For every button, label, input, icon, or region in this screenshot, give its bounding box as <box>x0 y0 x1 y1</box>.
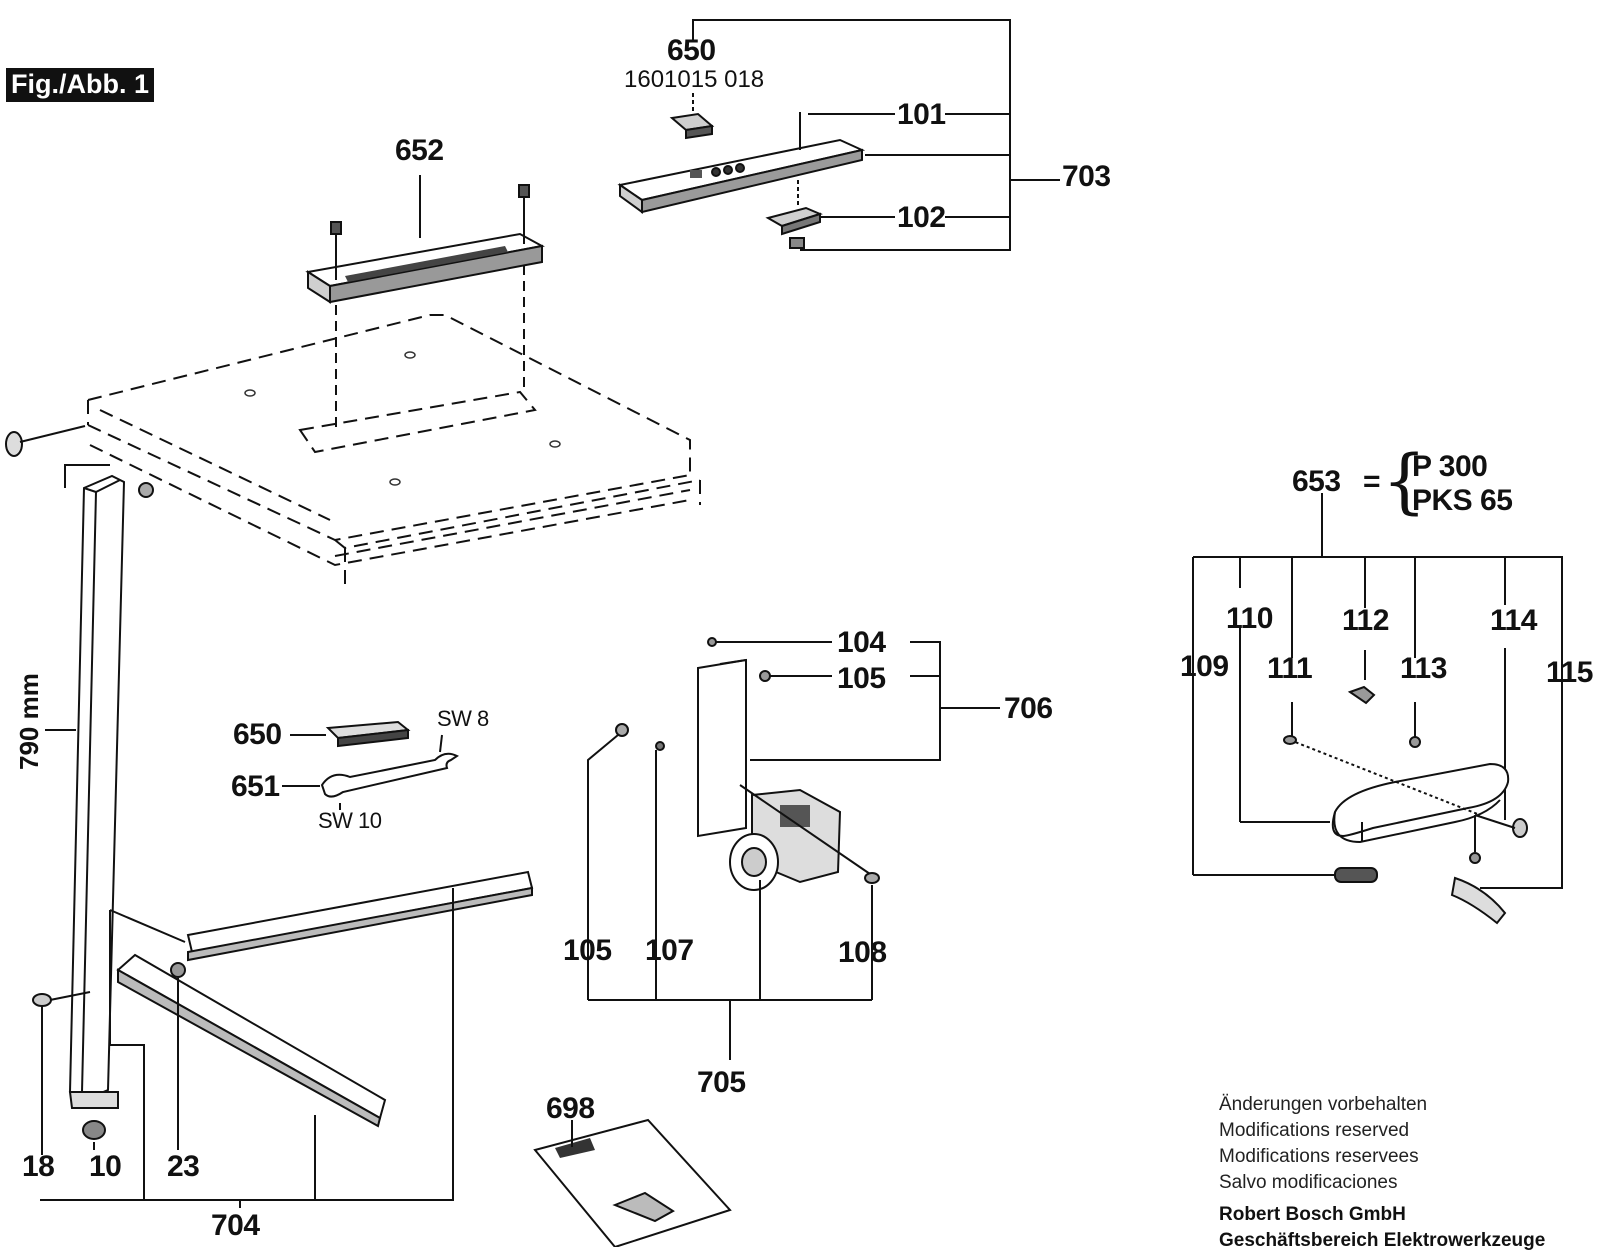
part-number-label: 1601015 018 <box>624 66 765 93</box>
part-label-10: 10 <box>89 1150 122 1183</box>
table-top-holes <box>244 351 561 486</box>
rail-652 <box>305 175 545 432</box>
wedge-650-top <box>669 112 715 140</box>
modification-notes: Änderungen vorbehalten Modifications res… <box>1219 1092 1427 1196</box>
part-label-114: 114 <box>1490 604 1537 637</box>
variant-label-p300: P 300 <box>1412 450 1488 483</box>
company-name: Robert Bosch GmbH <box>1219 1204 1406 1225</box>
equals-sign: = <box>1363 465 1381 498</box>
part-label-23: 23 <box>167 1150 200 1183</box>
part-label-650-top: 650 <box>667 34 716 67</box>
part-label-112: 112 <box>1342 604 1389 637</box>
part-label-698: 698 <box>546 1092 595 1125</box>
tools <box>282 720 459 810</box>
part-label-113: 113 <box>1400 652 1447 685</box>
part-label-115: 115 <box>1546 656 1593 689</box>
part-label-650-wedge: 650 <box>233 718 282 751</box>
insert-plate <box>617 112 866 214</box>
guard-assembly-653 <box>1192 493 1563 925</box>
part-label-703: 703 <box>1062 160 1111 193</box>
clamp-102 <box>765 180 823 249</box>
motor-assembly <box>587 637 1000 1060</box>
part-label-651-wrench: 651 <box>231 770 280 803</box>
figure-title: Fig./Abb. 1 <box>6 68 154 102</box>
side-screw <box>5 425 86 457</box>
company-block: Robert Bosch GmbH Geschäftsbereich Elekt… <box>1219 1202 1545 1254</box>
part-label-110: 110 <box>1226 602 1273 635</box>
part-label-111: 111 <box>1267 652 1313 685</box>
note-french: Modifications reservees <box>1219 1146 1419 1167</box>
variant-brace: { <box>1382 440 1427 522</box>
part-label-102: 102 <box>897 201 946 234</box>
height-dimension-label: 790 mm <box>14 673 44 770</box>
part-label-104: 104 <box>837 626 886 659</box>
part-label-652: 652 <box>395 134 444 167</box>
part-label-653: 653 <box>1292 465 1341 498</box>
part-label-705: 705 <box>697 1066 746 1099</box>
part-label-706: 706 <box>1004 692 1053 725</box>
part-label-108: 108 <box>838 936 887 969</box>
part-label-101: 101 <box>897 98 946 131</box>
part-label-109: 109 <box>1180 650 1229 683</box>
wrench-size-sw8: SW 8 <box>437 706 489 731</box>
variant-label-pks65: PKS 65 <box>1412 484 1513 517</box>
note-spanish: Salvo modificaciones <box>1219 1172 1398 1193</box>
part-label-105: 105 <box>563 934 612 967</box>
part-label-18: 18 <box>22 1150 55 1183</box>
manual-698 <box>533 1118 732 1247</box>
company-division: Geschäftsbereich Elektrowerkzeuge <box>1219 1230 1546 1251</box>
wrench-size-sw10: SW 10 <box>318 808 382 833</box>
note-english: Modifications reserved <box>1219 1120 1410 1141</box>
part-label-704: 704 <box>211 1209 260 1242</box>
note-german: Änderungen vorbehalten <box>1219 1094 1428 1115</box>
leg-assembly-704 <box>32 464 534 1208</box>
part-label-107: 107 <box>645 934 694 967</box>
part-label-105-top: 105 <box>837 662 886 695</box>
assembly-703-leader-lines <box>692 19 1060 251</box>
table-top-outline <box>87 314 701 585</box>
